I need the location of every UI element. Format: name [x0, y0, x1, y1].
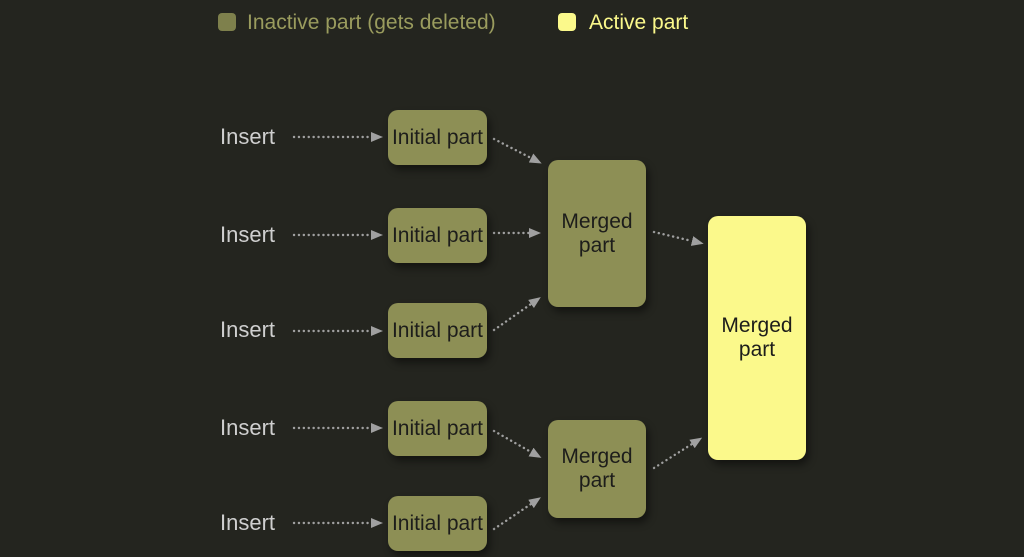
- legend-active-label: Active part: [589, 11, 689, 34]
- insert-label-1: Insert: [220, 124, 276, 149]
- initial-part-label-2: Initial part: [391, 223, 484, 247]
- merge-arrow-initial3-to-merged1: [492, 297, 541, 332]
- merged-part-box-bottom: Merged part: [548, 420, 646, 518]
- initial-part-box-1: Initial part: [388, 110, 487, 165]
- merged-part-box-final: Merged part: [708, 216, 806, 460]
- active-part-swatch-icon: [558, 13, 576, 31]
- initial-part-box-3: Initial part: [388, 303, 487, 358]
- insert-label-2: Insert: [220, 222, 276, 247]
- insert-label-5: Insert: [220, 510, 276, 535]
- merge-arrow-merged2-to-final: [652, 437, 703, 470]
- initial-part-label-3: Initial part: [391, 318, 484, 342]
- insert-label-3: Insert: [220, 317, 276, 342]
- merge-arrow-merged1-to-final: [652, 230, 704, 246]
- initial-part-label-4: Initial part: [391, 416, 484, 440]
- merge-arrow-initial5-to-merged2: [492, 497, 541, 531]
- initial-part-label-5: Initial part: [391, 511, 484, 535]
- initial-part-box-5: Initial part: [388, 496, 487, 551]
- merged-part-label-top: Merged part: [561, 209, 633, 257]
- initial-part-box-2: Initial part: [388, 208, 487, 263]
- merged-part-box-top: Merged part: [548, 160, 646, 307]
- merged-part-label-bottom: Merged part: [561, 445, 633, 492]
- initial-part-label-1: Initial part: [391, 125, 484, 149]
- merge-arrow-initial4-to-merged2: [492, 429, 542, 458]
- merge-arrow-initial1-to-merged1: [492, 137, 542, 164]
- merged-part-label-final: Merged part: [721, 314, 793, 361]
- initial-part-box-4: Initial part: [388, 401, 487, 456]
- inactive-part-swatch-icon: [218, 13, 236, 31]
- insert-label-4: Insert: [220, 415, 276, 440]
- legend-inactive-label: Inactive part (gets deleted): [247, 11, 496, 34]
